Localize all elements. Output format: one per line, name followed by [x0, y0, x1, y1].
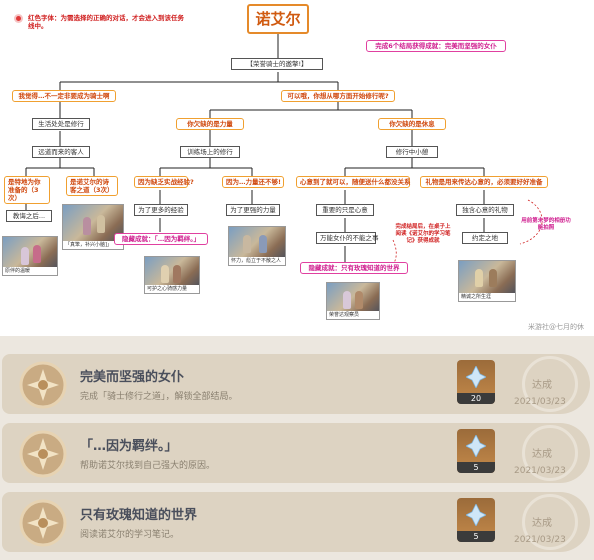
character-figure [259, 235, 267, 253]
achievement-medal-icon [19, 499, 67, 547]
start-node: 【荣誉骑士的邀擎!】 [231, 58, 323, 70]
character-figure [173, 265, 181, 283]
hidden-achievement-2: 隐藏成就：只有玫瑰知道的世界 [300, 262, 408, 274]
character-figure [243, 235, 251, 253]
screenshot-thumb-5: 荣誉达观察员 [326, 282, 380, 320]
strength-node-1: 训练场上的修行 [180, 146, 240, 158]
achievement-list: 完美而坚强的女仆 完成「骑士修行之道」，解锁全部结局。 20 达成 2021/0… [0, 336, 594, 560]
reward-box: 5 [457, 498, 495, 542]
achievement-title: 完美而坚强的女仆 [80, 370, 185, 385]
achievement-row[interactable]: 完美而坚强的女仆 完成「骑士修行之道」，解锁全部结局。 20 达成 2021/0… [2, 354, 590, 414]
primogem-icon [466, 366, 486, 388]
primogem-icon [466, 504, 486, 526]
right-choice: 可以哦，你想从哪方面开始修行呢? [281, 90, 395, 102]
strength-node-2: 为了更多的经验 [134, 204, 188, 216]
read-notes-tip: 完成结局后，在桌子上阅读《诺艾尔的学习笔记》获得成就 [395, 224, 451, 244]
legend-note: 红色字体：为需选择的正确的对话，才会进入到该任务线中。 [16, 14, 188, 30]
rest-choice: 你欠缺的是休息 [378, 118, 446, 130]
completed-stamp-icon [522, 356, 578, 412]
thumb-caption: 可护之心骑感力量 [145, 285, 199, 293]
legend-dot [16, 16, 21, 21]
hidden-achievement-1: 隐藏成就：「…因为羁绊。」 [114, 233, 208, 245]
thumb-caption: 原伴的温暖 [3, 267, 57, 275]
character-figure [83, 217, 91, 235]
rest-node-5: 约定之地 [462, 232, 508, 244]
achievement-note: 完成6个结局获得成就：完美而坚强的女仆 [366, 40, 506, 52]
strength-option-1: 因为缺乏实战经验? [134, 176, 194, 188]
completion-date: 2021/03/23 [514, 466, 566, 476]
screenshot-thumb-4: 怀力，彪立于不散之人 [228, 226, 286, 266]
thumb-caption: 怀力，彪立于不散之人 [229, 257, 285, 265]
status-label: 达成 [532, 449, 552, 460]
screenshot-thumb-2: 「真笨，补兴小脑]」 [62, 204, 124, 250]
character-figure [489, 269, 497, 287]
flowchart-panel: 红色字体：为需选择的正确的对话，才会进入到该任务线中。 诺艾尔 【荣誉骑士的邀擎… [2, 4, 584, 331]
thumb-caption: 「真笨，补兴小脑]」 [63, 241, 123, 249]
reward-box: 20 [457, 360, 495, 404]
left-option-1: 是特地为你准备的（3次） [4, 176, 50, 204]
achievement-description: 完成「骑士修行之道」，解锁全部结局。 [80, 392, 238, 402]
left-choice: 我觉得…不一定非要成为骑士啊 [12, 90, 116, 102]
screenshot-thumb-1: 原伴的温暖 [2, 236, 58, 276]
left-node-2: 远道而来的客人 [32, 146, 90, 158]
status-label: 达成 [532, 518, 552, 529]
rest-node-1: 修行中小憩 [386, 146, 438, 158]
left-node-3: 教诲之后... [6, 210, 52, 222]
thumb-caption: 精诚之所生涯 [459, 293, 515, 301]
screenshot-thumb-6: 精诚之所生涯 [458, 260, 516, 302]
achievement-row[interactable]: 只有玫瑰知道的世界 阅读诺艾尔的学习笔记。 5 达成 2021/03/23 [2, 492, 590, 552]
character-figure [475, 269, 483, 287]
achievement-title: 只有玫瑰知道的世界 [80, 508, 198, 523]
character-figure [343, 291, 351, 309]
reward-count: 20 [457, 393, 495, 404]
photo-tip: 用前第未梦的相册功能拍照 [521, 218, 571, 231]
completion-date: 2021/03/23 [514, 397, 566, 407]
completed-stamp-icon [522, 494, 578, 550]
rest-option-2: 礼物是用来传达心意的，必须要好好准备 [420, 176, 548, 188]
completion-date: 2021/03/23 [514, 535, 566, 545]
rest-node-4: 独含心意的礼物 [456, 204, 514, 216]
achievement-description: 阅读诺艾尔的学习笔记。 [80, 530, 180, 540]
watermark: 米游社@七月的休 [528, 323, 584, 331]
primogem-icon [466, 435, 486, 457]
rest-node-3: 万能女仆的不能之事 [316, 232, 379, 244]
strength-choice: 你欠缺的是力量 [176, 118, 244, 130]
reward-count: 5 [457, 531, 495, 542]
strength-option-2: 因为…力量还不够! [222, 176, 284, 188]
reward-box: 5 [457, 429, 495, 473]
character-figure [33, 245, 41, 263]
achievement-title: 「…因为羁绊。」 [80, 439, 178, 454]
character-figure [161, 265, 169, 283]
left-node-1: 生活处处是修行 [32, 118, 90, 130]
thumb-caption: 荣誉达观察员 [327, 311, 379, 319]
reward-count: 5 [457, 462, 495, 473]
screenshot-thumb-3: 可护之心骑感力量 [144, 256, 200, 294]
achievement-description: 帮助诺艾尔找到自己强大的原因。 [80, 461, 216, 471]
achievement-row[interactable]: 「…因为羁绊。」 帮助诺艾尔找到自己强大的原因。 5 达成 2021/03/23 [2, 423, 590, 483]
rest-option-1: 心意到了就可以，随便送什么都没关系 [296, 176, 411, 188]
character-figure [97, 215, 105, 233]
legend-text: 红色字体：为需选择的正确的对话，才会进入到该任务线中。 [28, 14, 184, 30]
completed-stamp-icon [522, 425, 578, 481]
achievement-medal-icon [19, 430, 67, 478]
status-label: 达成 [532, 380, 552, 391]
achievement-medal-icon [19, 361, 67, 409]
character-figure [21, 247, 29, 265]
character-figure [355, 291, 363, 309]
left-option-2: 是诺艾尔的诗客之道（3次） [66, 176, 118, 196]
root-node: 诺艾尔 [247, 4, 309, 34]
rest-node-2: 重要的只是心意 [316, 204, 374, 216]
strength-node-3: 为了更强的力量 [226, 204, 280, 216]
